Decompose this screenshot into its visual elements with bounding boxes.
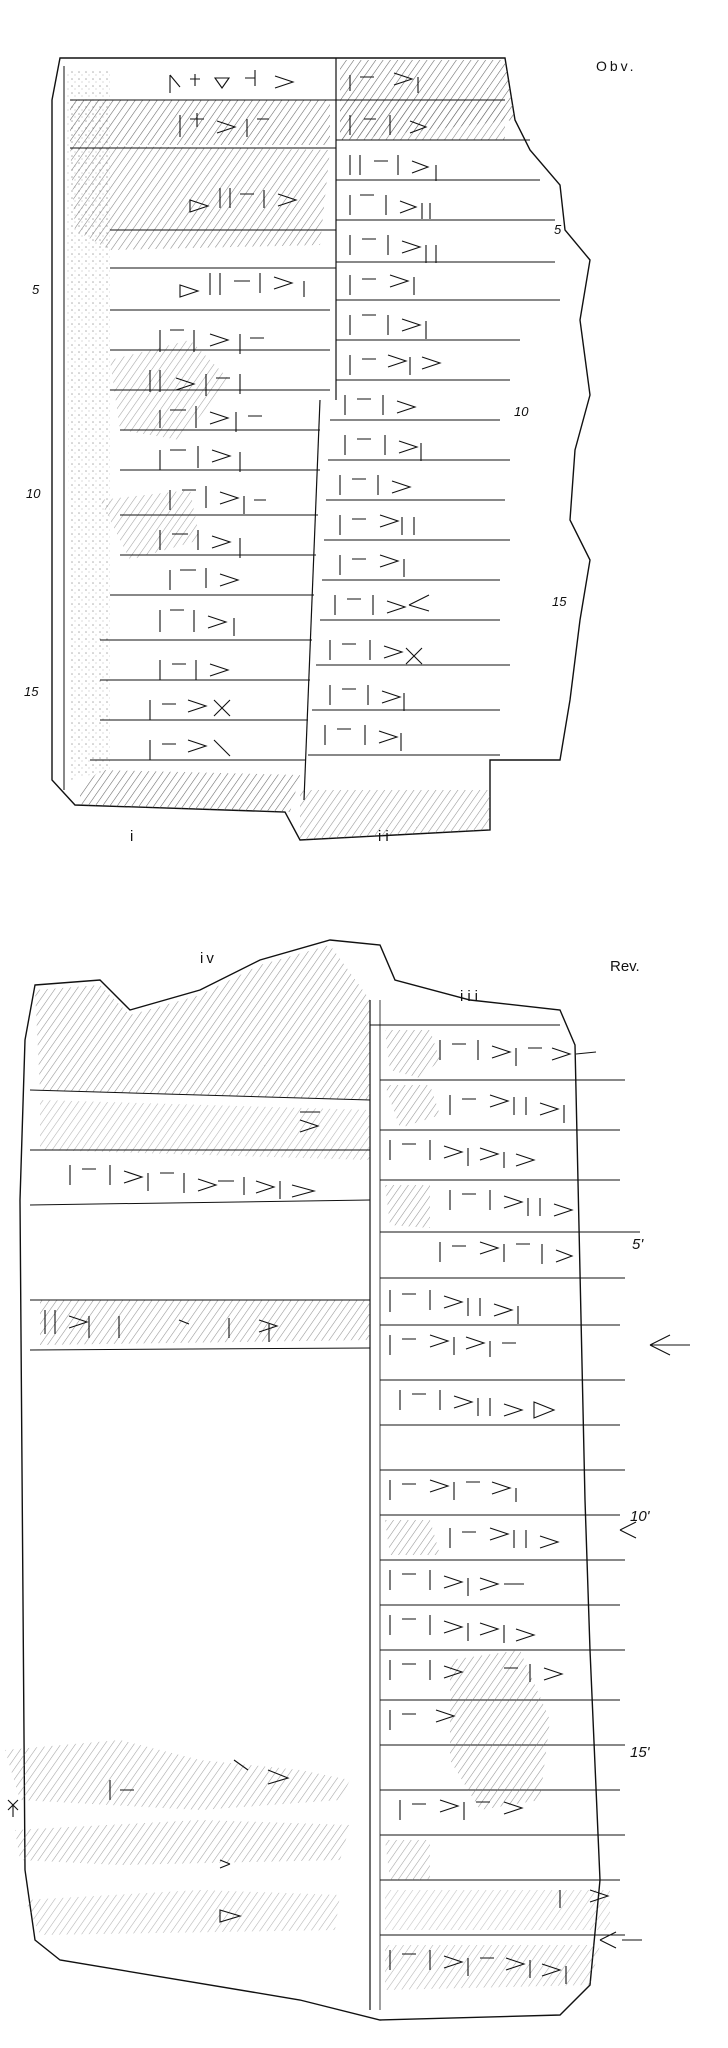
- obverse-line-number-10-col-i: 10: [26, 486, 41, 501]
- reverse-column-label-iv: iv: [200, 950, 217, 967]
- obverse-fragment: [51, 57, 591, 841]
- obverse-line-number-5-col-ii: 5: [554, 222, 562, 237]
- reverse-side-label: Rev.: [610, 958, 640, 975]
- reverse-line-number-10-col-iii: 10': [630, 1508, 650, 1525]
- obverse-line-number-15-col-i: 15: [24, 684, 39, 699]
- obverse-side-label: Obv.: [596, 58, 637, 74]
- obverse-line-number-5-col-i: 5: [32, 282, 40, 297]
- obverse-line-number-15-col-ii: 15: [552, 594, 567, 609]
- obverse-outline: [51, 57, 591, 841]
- reverse-line-number-15-col-iii: 15': [630, 1744, 650, 1761]
- obverse-column-label-ii: ii: [378, 828, 393, 845]
- reverse-line-number-5-col-iii: 5': [632, 1236, 644, 1253]
- reverse-column-label-iii: iii: [460, 988, 482, 1005]
- obverse-column-label-i: i: [130, 828, 134, 845]
- reverse-fragment: [5, 939, 690, 2021]
- obverse-line-number-10-col-ii: 10: [514, 404, 529, 419]
- reverse-outline: [19, 939, 601, 2021]
